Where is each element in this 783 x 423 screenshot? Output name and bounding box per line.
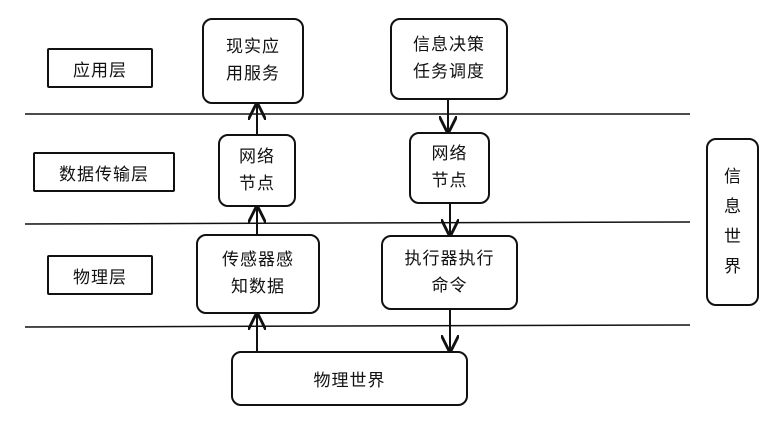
decision-dispatch-label: 信息决策 任务调度 [413,35,485,82]
info-world-box: 信息世界 [706,138,759,306]
layer-transport-box: 数据传输层 [33,152,175,192]
info-world-label: 信息世界 [724,167,741,277]
physical-world-label: 物理世界 [313,371,386,391]
net-node-right-box: 网络 节点 [409,132,490,204]
net-node-left-label: 网络 节点 [239,146,275,194]
layer-application-box: 应用层 [47,48,153,88]
sensor-data-box: 传感器感 知数据 [196,234,320,314]
net-node-right-label: 网络 节点 [431,144,468,191]
layer-transport-label: 数据传输层 [59,164,149,185]
layer-application-label: 应用层 [73,60,127,81]
real-app-service-box: 现实应 用服务 [202,18,304,104]
actuator-command-box: 执行器执行 命令 [381,235,518,310]
real-app-service-label: 现实应 用服务 [226,37,280,84]
net-node-left-box: 网络 节点 [218,134,296,207]
layer-physical-box: 物理层 [47,255,153,295]
physical-world-box: 物理世界 [231,351,468,406]
separator-line-middle [24,221,691,225]
layer-physical-label: 物理层 [73,267,127,288]
sensor-data-label: 传感器感 知数据 [222,250,294,297]
decision-dispatch-box: 信息决策 任务调度 [390,18,508,100]
actuator-command-label: 执行器执行 命令 [404,248,495,296]
separator-line-bottom [24,324,691,328]
